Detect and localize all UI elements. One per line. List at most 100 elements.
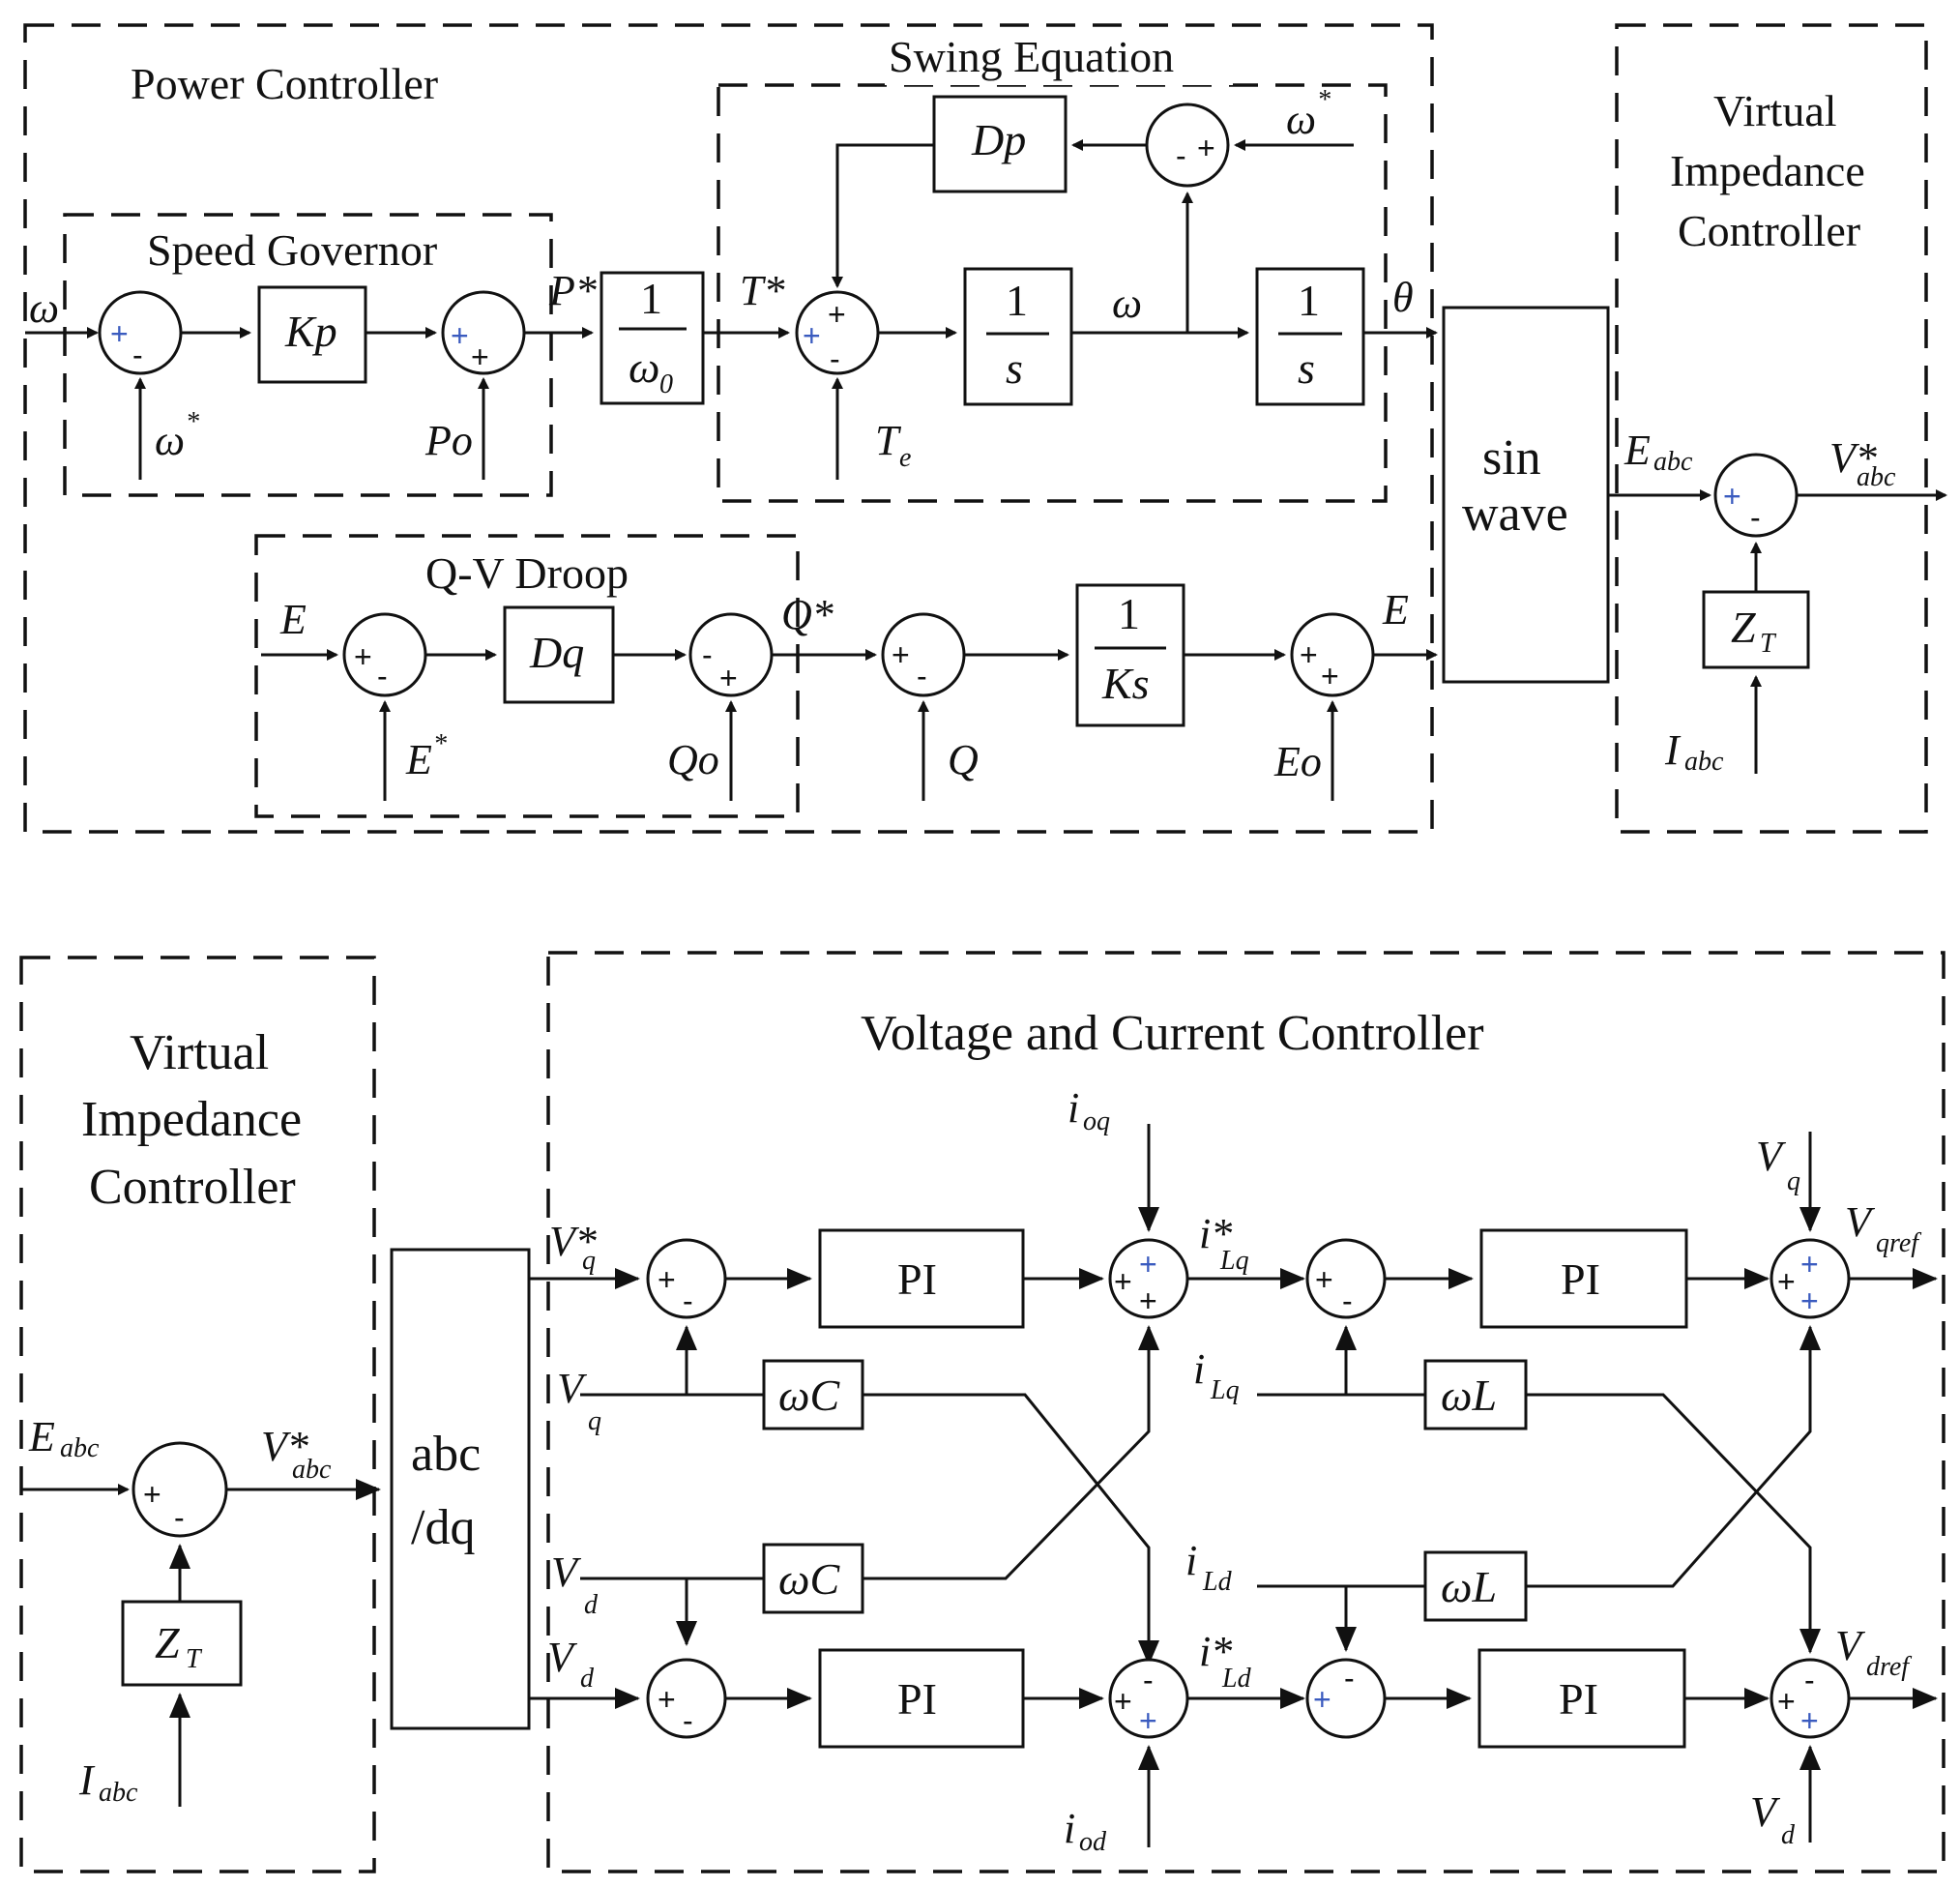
iod-label: i xyxy=(1064,1805,1075,1852)
vd-ff-label: V xyxy=(1750,1788,1781,1836)
svg-text:*: * xyxy=(186,407,199,437)
dq-block xyxy=(503,605,615,704)
svg-text:+: + xyxy=(658,1262,676,1297)
vq-label: V xyxy=(557,1365,588,1412)
svg-text:abc: abc xyxy=(60,1433,100,1463)
svg-text:/dq: /dq xyxy=(411,1500,475,1555)
svg-text:+: + xyxy=(354,639,372,674)
svg-text:d: d xyxy=(1781,1820,1796,1850)
pi-block-vd xyxy=(818,1648,1025,1749)
power-controller-label: Power Controller xyxy=(131,59,438,108)
eabc-label-top: E xyxy=(1624,427,1651,474)
svg-text:-: - xyxy=(1344,1661,1355,1695)
vq-star-label: V* xyxy=(549,1218,597,1265)
eo-label: Eo xyxy=(1273,738,1322,785)
vd-label: V xyxy=(551,1548,582,1596)
virtual-impedance-frame-top xyxy=(1615,23,1928,834)
q-star-label: Q* xyxy=(781,591,834,638)
svg-text:+: + xyxy=(143,1477,161,1512)
ilq-label: i xyxy=(1193,1345,1205,1393)
iabc-label-bottom: I xyxy=(78,1756,96,1804)
svg-text:+: + xyxy=(1800,1283,1819,1318)
vi-top-line2: Impedance xyxy=(1670,146,1865,195)
vabc-star-label-top: V* xyxy=(1829,434,1877,482)
svg-text:abc: abc xyxy=(411,1427,481,1482)
svg-text:ωC: ωC xyxy=(778,1371,840,1420)
zt-block-top xyxy=(1702,590,1810,669)
svg-text:-: - xyxy=(1176,138,1186,173)
iabc-label-top: I xyxy=(1664,726,1682,774)
svg-text:abc: abc xyxy=(292,1455,332,1485)
svg-text:+: + xyxy=(719,661,738,695)
vdref-label: V xyxy=(1835,1622,1866,1669)
omega-input-label: ω xyxy=(29,284,59,332)
svg-text:+: + xyxy=(1800,1247,1819,1282)
vcc-label: Voltage and Current Controller xyxy=(861,1006,1484,1061)
abc-dq-block xyxy=(390,1248,531,1730)
svg-text:T: T xyxy=(1760,629,1777,659)
svg-text:+: + xyxy=(1300,637,1318,672)
ild-label: i xyxy=(1185,1537,1197,1584)
ilq-star-label: i* xyxy=(1199,1210,1232,1257)
wc-block-d xyxy=(762,1543,864,1614)
kp-block xyxy=(257,285,367,384)
power-controller-frame xyxy=(23,23,1434,834)
e-input-label: E xyxy=(279,596,307,643)
svg-text:+: + xyxy=(1139,1247,1157,1282)
svg-text:1: 1 xyxy=(1006,276,1028,325)
svg-text:-: - xyxy=(174,1500,185,1535)
svg-text:Z: Z xyxy=(1731,603,1756,652)
svg-text:sin: sin xyxy=(1482,430,1541,486)
svg-text:+: + xyxy=(1723,479,1741,514)
svg-text:dref: dref xyxy=(1866,1652,1912,1682)
pi-block-vq xyxy=(818,1228,1025,1329)
speed-governor-label: Speed Governor xyxy=(147,225,437,275)
svg-text:ωL: ωL xyxy=(1441,1562,1497,1611)
svg-text:T: T xyxy=(186,1644,203,1674)
vi-bottom-line3: Controller xyxy=(89,1160,296,1215)
svg-text:1: 1 xyxy=(1118,589,1140,638)
svg-text:-: - xyxy=(702,637,713,672)
vi-bottom-line2: Impedance xyxy=(81,1092,302,1147)
ioq-label: i xyxy=(1068,1084,1079,1132)
zt-block-bottom xyxy=(121,1600,243,1687)
qv-droop-frame xyxy=(254,534,800,818)
svg-text:PI: PI xyxy=(897,1254,937,1304)
svg-text:+: + xyxy=(1800,1703,1819,1738)
svg-text:+: + xyxy=(1315,1262,1333,1297)
theta-label: θ xyxy=(1392,274,1414,321)
p-star-label: P* xyxy=(548,267,597,314)
svg-text:Kp: Kp xyxy=(284,307,337,356)
svg-text:qref: qref xyxy=(1876,1228,1921,1258)
po-label: Po xyxy=(424,417,473,464)
svg-text:-: - xyxy=(1342,1283,1353,1318)
svg-text:od: od xyxy=(1079,1827,1107,1857)
svg-text:e: e xyxy=(899,443,911,473)
svg-text:Lq: Lq xyxy=(1210,1375,1240,1405)
sum-junction-damping xyxy=(1145,103,1230,188)
svg-text:q: q xyxy=(582,1246,596,1276)
svg-text:+: + xyxy=(1114,1684,1132,1719)
svg-text:abc: abc xyxy=(1857,462,1896,492)
e-ref-label: E xyxy=(405,736,432,783)
svg-text:-: - xyxy=(683,1703,693,1738)
omega-label: ω xyxy=(1112,280,1142,327)
integrator-block-1 xyxy=(963,267,1073,406)
vcc-frame xyxy=(546,951,1945,1873)
qo-label: Qo xyxy=(667,736,719,783)
svg-text:Z: Z xyxy=(155,1618,180,1667)
svg-text:ωL: ωL xyxy=(1441,1371,1497,1420)
svg-text:+: + xyxy=(1197,131,1215,165)
svg-text:wave: wave xyxy=(1462,486,1568,542)
vd-input-label: V xyxy=(547,1634,578,1681)
svg-text:-: - xyxy=(377,659,388,693)
omega-ref-label: ω xyxy=(155,417,185,464)
svg-text:0: 0 xyxy=(659,369,673,399)
integrator-block-2 xyxy=(1255,267,1365,406)
svg-text:Dp: Dp xyxy=(971,115,1026,164)
svg-text:1: 1 xyxy=(640,274,662,323)
omega-ref-label-2: ω xyxy=(1286,96,1316,143)
qv-droop-label: Q-V Droop xyxy=(425,548,629,598)
svg-text:+: + xyxy=(1777,1684,1796,1719)
